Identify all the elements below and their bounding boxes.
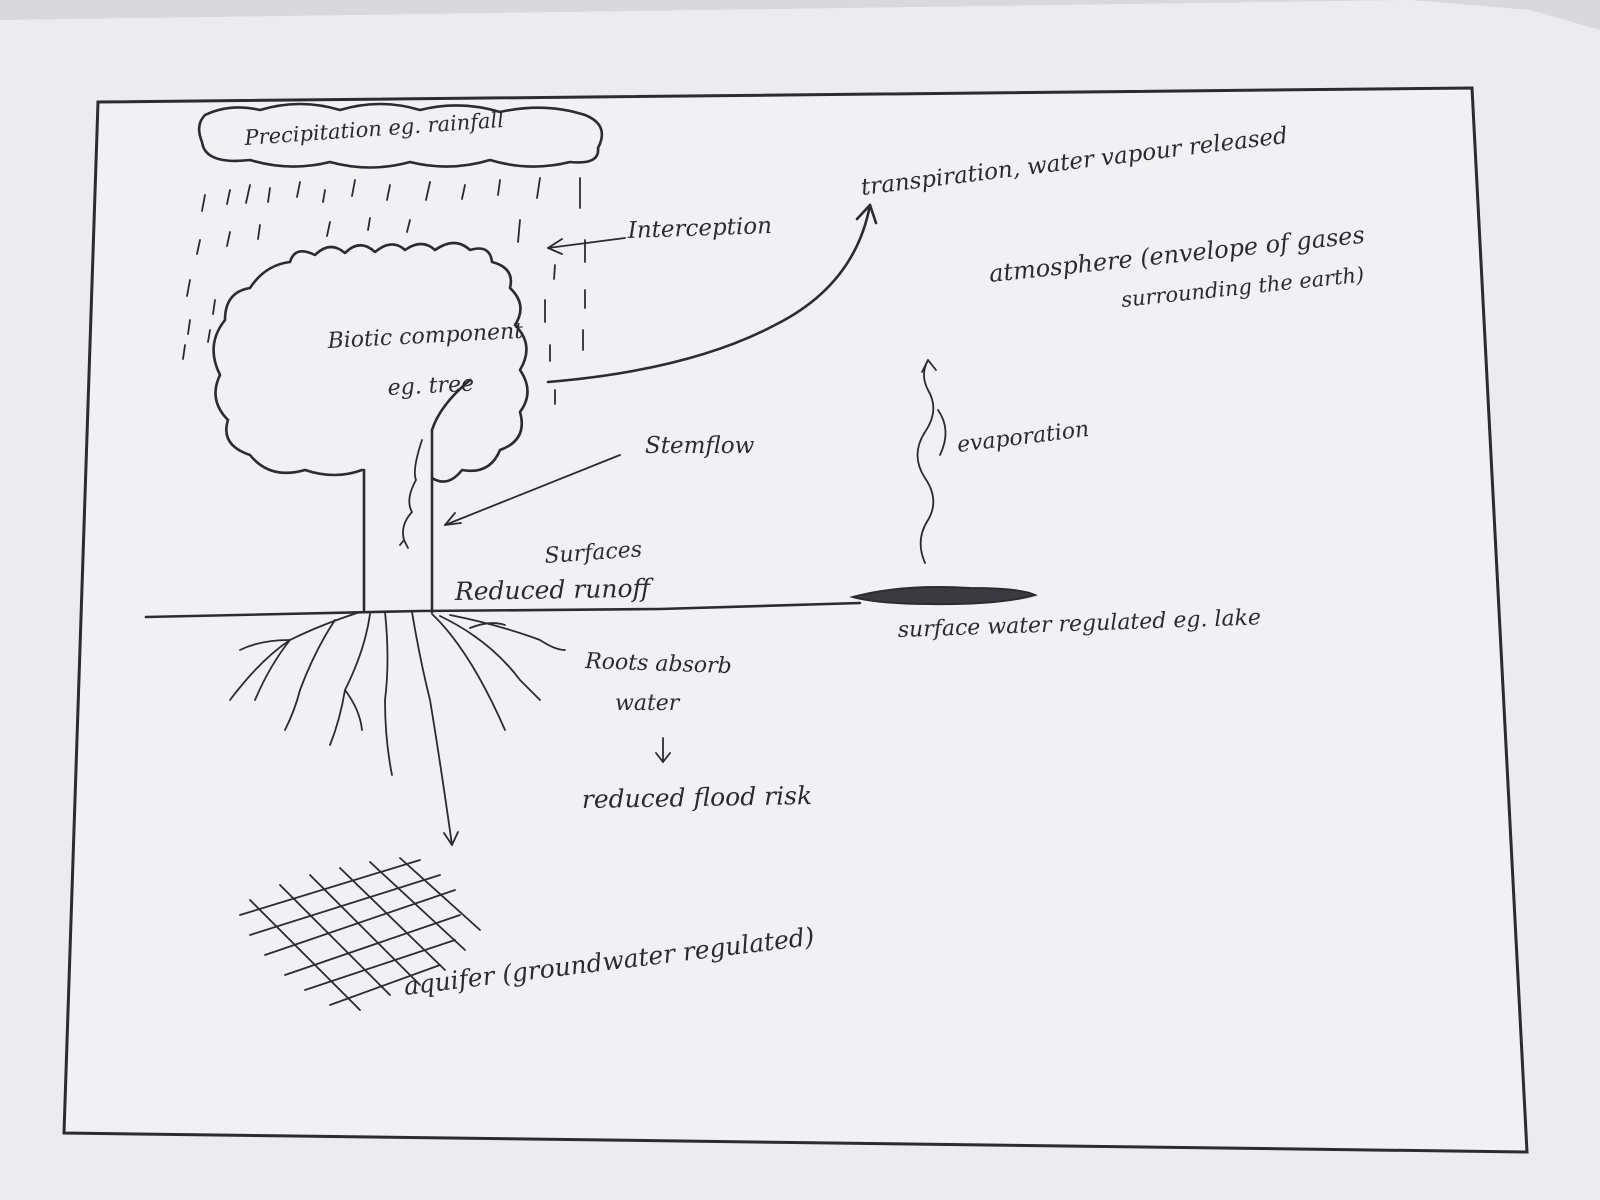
flood-risk-label: reduced flood risk <box>582 781 813 814</box>
diagram-frame <box>62 86 1529 1154</box>
stemflow-label: Stemflow <box>645 433 755 459</box>
aquifer-hatch <box>239 857 481 1011</box>
interception-label: Interception <box>626 213 772 244</box>
stemflow-drip <box>399 439 423 549</box>
cloud-outline <box>197 102 604 169</box>
biotic-example-label: eg. tree <box>387 371 475 400</box>
ground-line <box>144 601 862 619</box>
roots <box>229 611 566 846</box>
transpiration-arrow <box>546 203 878 384</box>
rain-drops <box>182 177 586 405</box>
flood-risk-arrow <box>655 737 671 763</box>
evaporation-arrow <box>916 359 947 564</box>
interception-arrow <box>547 237 626 255</box>
lake-hatch <box>849 586 1038 606</box>
reduced-runoff-label: Reduced runoff <box>454 574 655 606</box>
stemflow-arrow <box>444 454 621 526</box>
roots-water-label: water <box>615 691 681 716</box>
tree-canopy <box>212 241 529 483</box>
roots-absorb-label: Roots absorb <box>584 649 732 679</box>
tree-trunk <box>362 378 472 614</box>
